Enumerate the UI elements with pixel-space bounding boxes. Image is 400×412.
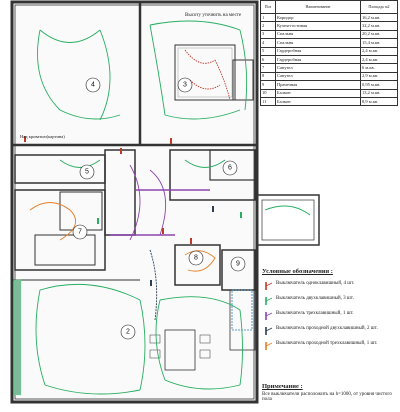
cell-name: Балкон xyxy=(275,88,361,98)
col-area: Площадь м2 xyxy=(360,0,398,14)
legend-title: Условные обозначения : xyxy=(262,268,333,275)
cell-name: Санузел xyxy=(275,63,361,73)
room-markers xyxy=(72,77,246,340)
cell-name: Спальня xyxy=(275,38,361,48)
cell-area: 16,2 м.кв. xyxy=(360,12,398,23)
cell-area: 20,2 м.кв. xyxy=(360,29,398,40)
cell-name: Кухня-гостиная xyxy=(275,21,361,31)
room-9-number: 9 xyxy=(236,261,240,268)
cell-pos: 10 xyxy=(260,88,276,98)
cell-area: 2,4 м.кв. xyxy=(360,54,398,65)
room-8-marker xyxy=(188,250,204,266)
legend-item: Выключатель двухклавишный, 3 шт. xyxy=(262,296,398,311)
legend-item: Выключатель проходной трехклавишный, 1 ш… xyxy=(262,341,398,356)
cell-pos: 6 xyxy=(260,54,276,65)
switch-icon xyxy=(262,296,276,306)
legend: Условные обозначения : Выключатель однок… xyxy=(262,268,398,356)
room-5-number: 5 xyxy=(85,169,89,176)
cell-area: 32,2 м.кв. xyxy=(360,21,398,31)
note-title: Примечание : xyxy=(262,383,303,390)
room-2-number: 2 xyxy=(126,329,130,336)
room-7-marker xyxy=(72,224,88,240)
balcony-left xyxy=(13,279,22,396)
walls xyxy=(10,0,320,404)
note: Примечание : Все выключатели расположить… xyxy=(262,383,398,402)
switch-icon xyxy=(262,281,276,291)
legend-item: Выключатель проходной двухклавишный, 2 ш… xyxy=(262,326,398,341)
switch-marks xyxy=(24,136,242,286)
room-2-marker xyxy=(120,324,136,340)
cell-name: Прачечная xyxy=(275,80,361,90)
cell-area: 2,9 м.кв. xyxy=(360,71,398,82)
note-text: Все выключатели расположить на h=1000, о… xyxy=(262,392,392,402)
switch-icon xyxy=(262,326,276,336)
room-6-number: 6 xyxy=(228,165,232,172)
cell-area: 2,4 м.кв. xyxy=(360,46,398,56)
switch-icon xyxy=(262,311,276,321)
legend-item: Выключатель одноклавишный, 4 шт. xyxy=(262,281,398,296)
cell-name: Гардеробная xyxy=(275,46,361,56)
cell-pos: 11 xyxy=(260,96,276,107)
room-3-number: 3 xyxy=(183,82,187,89)
legend-text: Выключатель одноклавишный, 4 шт. xyxy=(276,281,355,286)
cell-name: Коридор xyxy=(275,12,361,23)
room-4-marker xyxy=(85,77,101,93)
cell-pos: 2 xyxy=(260,21,276,31)
legend-text: Выключатель двухклавишный, 3 шт. xyxy=(276,296,354,301)
cell-area: 0,95 м.кв. xyxy=(360,80,398,90)
room-3-marker xyxy=(177,77,193,93)
room-numbers: 4 3 5 6 7 8 9 2 xyxy=(78,82,240,336)
cell-name: Санузел xyxy=(275,71,361,82)
picture-note: Над кроватью(картина) xyxy=(20,134,65,139)
room-5-marker xyxy=(79,164,95,180)
cell-name: Спальня xyxy=(275,29,361,40)
room-9-marker xyxy=(230,256,246,272)
cell-name: Балкон xyxy=(275,96,361,107)
cell-area: 6 м.кв. xyxy=(360,63,398,73)
room-8-number: 8 xyxy=(194,255,198,262)
wiring xyxy=(29,20,311,395)
cell-pos: 5 xyxy=(260,46,276,56)
room-7-number: 7 xyxy=(78,229,82,236)
cell-pos: 9 xyxy=(260,80,276,90)
room-6-marker xyxy=(222,160,238,176)
legend-item: Выключатель трехклавишный, 1 шт. xyxy=(262,311,398,326)
cell-area: 8,9 м.кв. xyxy=(360,96,398,107)
cell-pos: 4 xyxy=(260,38,276,48)
cell-pos: 8 xyxy=(260,71,276,82)
cell-area: 15,4 м.кв. xyxy=(360,38,398,48)
col-name: Наименование xyxy=(275,0,361,14)
cell-area: 13,2 м.кв. xyxy=(360,88,398,98)
cell-pos: 3 xyxy=(260,29,276,40)
room-4-number: 4 xyxy=(91,82,95,89)
height-note: Высоту уточнить на месте xyxy=(185,13,242,18)
switch-icon xyxy=(262,341,276,351)
legend-text: Выключатель трехклавишный, 1 шт. xyxy=(276,311,354,316)
legend-text: Выключатель проходной трехклавишный, 1 ш… xyxy=(276,341,378,346)
legend-text: Выключатель проходной двухклавишный, 2 ш… xyxy=(276,326,378,331)
col-pos: Поз xyxy=(260,0,276,14)
cell-name: Гардеробная xyxy=(275,54,361,65)
cell-pos: 1 xyxy=(260,12,276,23)
cell-pos: 7 xyxy=(260,63,276,73)
